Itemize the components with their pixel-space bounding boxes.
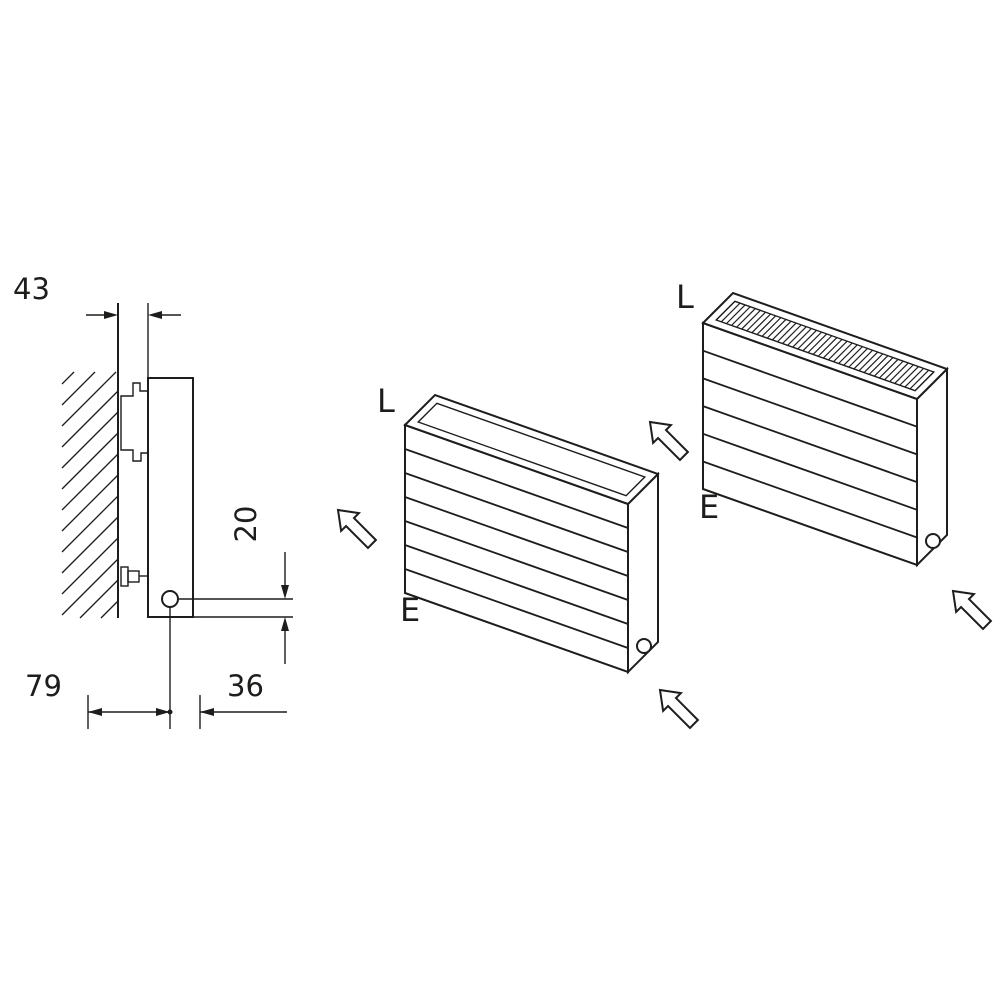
- right-label-e: E: [699, 488, 719, 526]
- flow-arrow-middle-bottom-icon: [650, 680, 704, 734]
- middle-top-opening: [416, 402, 647, 497]
- radiator-middle: L E: [328, 382, 704, 734]
- pipe-centerline: [167, 607, 173, 729]
- dim-20-label: 20: [229, 506, 263, 543]
- side-view-diagram: 43 20 79 36: [13, 272, 293, 729]
- right-pipe-connection-icon: [925, 533, 941, 549]
- right-label-l: L: [676, 278, 694, 316]
- middle-pipe-connection-icon: [636, 638, 652, 654]
- flow-arrow-right-bottom-icon: [943, 581, 997, 635]
- top-grille-icon: [715, 300, 935, 392]
- dim-79-label: 79: [25, 669, 62, 703]
- dimension-wall-to-pipe: 79: [25, 669, 170, 729]
- radiator-side-profile: [147, 377, 194, 618]
- pipe-connection-side-icon: [161, 590, 179, 608]
- middle-slats: [404, 448, 629, 649]
- mounting-bracket-bottom: [120, 566, 148, 587]
- dimension-pipe-to-bottom: 20: [179, 506, 293, 664]
- dim-36-label: 36: [227, 669, 264, 703]
- radiator-right: L E: [640, 278, 997, 635]
- wall-hatch: [61, 371, 119, 619]
- middle-label-e: E: [400, 591, 420, 629]
- dim-43-label: 43: [13, 272, 50, 306]
- flow-arrow-middle-left-icon: [328, 500, 382, 554]
- dimension-pipe-to-front: 36: [199, 669, 287, 729]
- flow-arrow-right-left-icon: [640, 412, 694, 466]
- dimension-bracket-depth: 43: [13, 272, 181, 378]
- middle-label-l: L: [377, 382, 395, 420]
- mounting-bracket-top: [120, 382, 148, 462]
- right-slats: [702, 349, 918, 539]
